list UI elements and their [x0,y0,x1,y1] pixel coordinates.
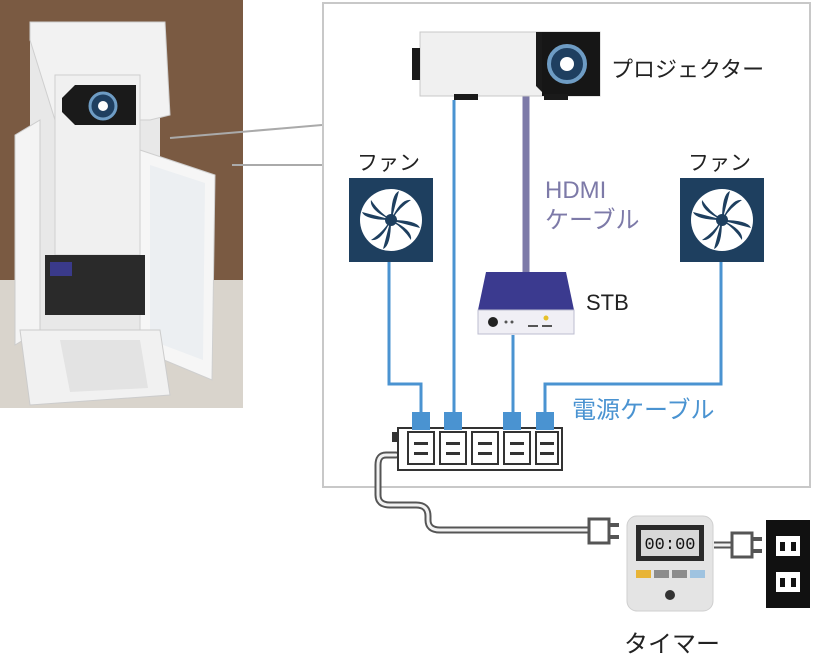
hdmi-label: HDMI ケーブル [545,176,640,236]
fan-right-label: ファン [688,152,751,175]
projector-label: プロジェクター [611,57,765,82]
wall-outlet-icon [766,520,810,608]
hdmi-label-line2: ケーブル [545,207,640,234]
power-cable-right-fan [543,262,723,415]
fan-icon [349,178,433,262]
hdmi-label-line1: HDMI [545,177,607,204]
diagram-frame [322,2,811,488]
stb-label: STB [586,290,629,315]
fan-left-label: ファン [357,152,420,175]
timer-icon: 00:00 [626,515,714,612]
timer-label: タイマー [624,631,720,658]
projector-icon [412,31,601,100]
fan-icon [680,178,764,262]
plug-icon [587,517,619,545]
plug-icon [730,531,762,559]
power-cable-left-fan [387,262,423,415]
timer-display: 00:00 [644,536,695,555]
power-strip-icon [392,412,563,471]
power-cable-label: 電源ケーブル [572,397,715,424]
cabinet-photo [0,0,243,408]
stb-icon [477,272,575,335]
